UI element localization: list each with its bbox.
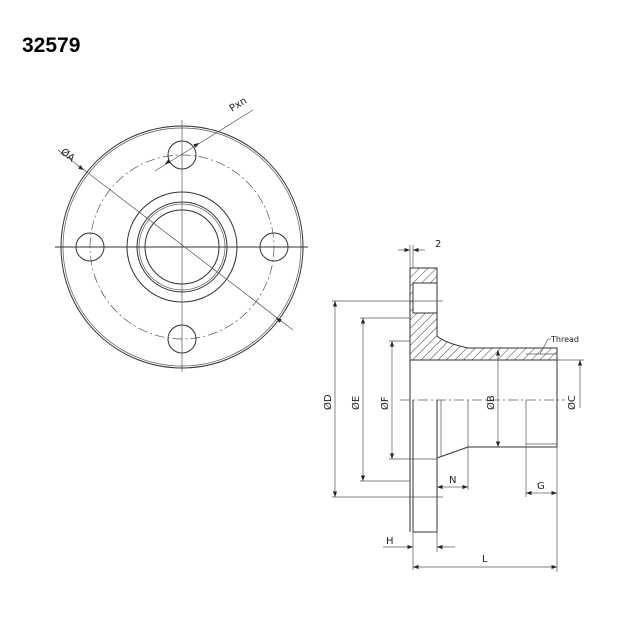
- diameter-a-label: ØA: [58, 146, 77, 165]
- thread-label: Thread: [550, 335, 579, 344]
- dim-e-label: ØE: [350, 396, 362, 410]
- hub-outline: [436, 446, 557, 459]
- dim-c-label: ØC: [566, 395, 578, 410]
- pitch-label: Pxn: [228, 96, 249, 115]
- dim-l-label: L: [482, 554, 488, 565]
- pitch-leader: [154, 109, 254, 172]
- dim-n-label: N: [449, 475, 456, 486]
- side-view: 2 ØD ØE ØF ØB ØC Thread N G H: [322, 239, 584, 572]
- diameter-a-leader: [57, 149, 294, 331]
- dim-g-label: G: [537, 481, 545, 492]
- dim-h-label: H: [386, 536, 394, 547]
- flange-section-hatch: [409, 267, 558, 361]
- dim-f-label: ØF: [379, 396, 391, 410]
- dim-b-label: ØB: [485, 395, 497, 410]
- dim-2-label: 2: [435, 239, 441, 250]
- dim-d-label: ØD: [322, 394, 334, 410]
- bolt-hole-section: [412, 282, 438, 314]
- front-view: ØA Pxn: [55, 96, 308, 372]
- part-number-title: 32579: [22, 34, 81, 57]
